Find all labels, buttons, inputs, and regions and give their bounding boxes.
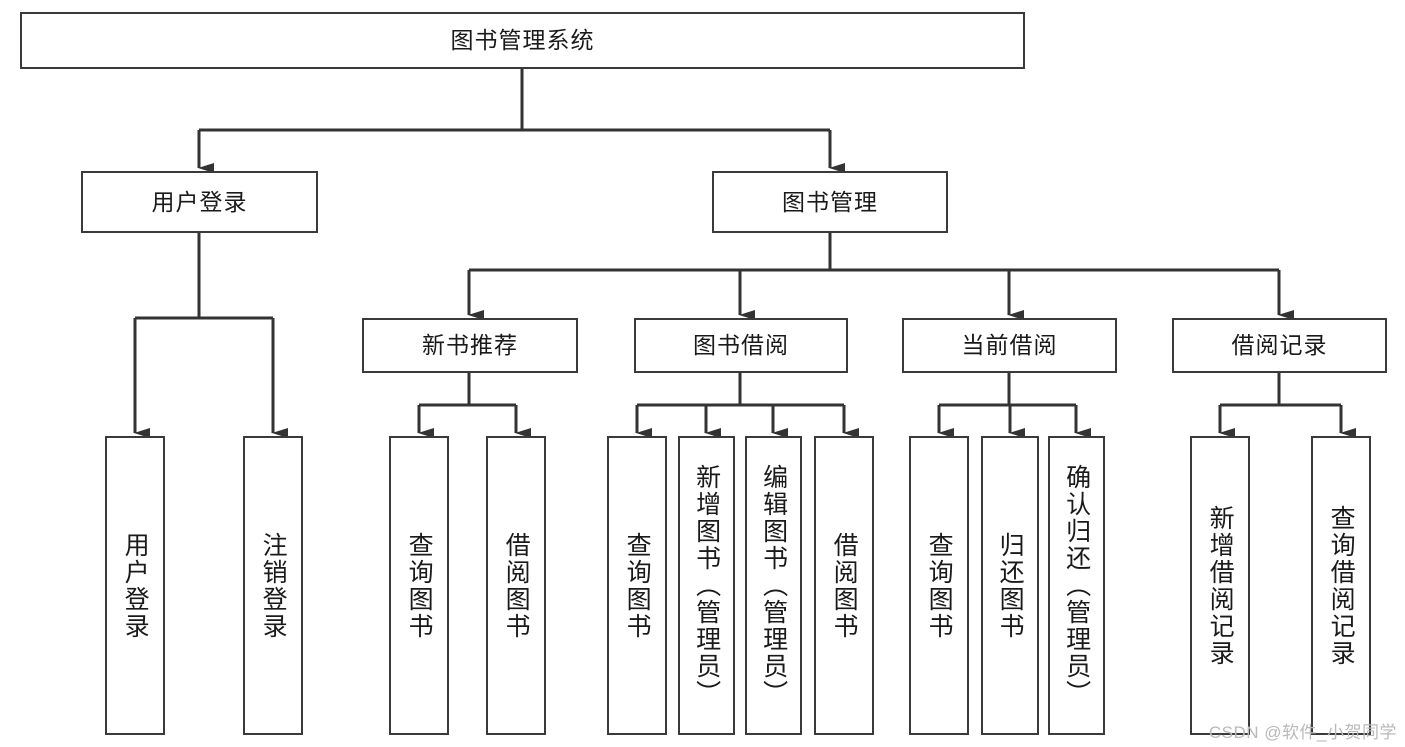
node-book-manage[interactable]: 图书管理 [712, 171, 948, 233]
node-leaf-user-login[interactable]: 用户登录 [105, 436, 165, 735]
node-leaf-logout-label: 注销登录 [259, 531, 288, 640]
node-user-login[interactable]: 用户登录 [81, 171, 318, 233]
node-root-label: 图书管理系统 [450, 27, 595, 53]
node-leaf-query-record-label: 查询借阅记录 [1327, 504, 1356, 667]
node-leaf-edit-book-label: 编辑图书（管理员） [759, 464, 788, 707]
node-book-manage-label: 图书管理 [782, 188, 878, 215]
watermark: CSDN @软件_小贺同学 [1208, 723, 1397, 742]
node-borrow-record[interactable]: 借阅记录 [1172, 318, 1387, 373]
node-leaf-borrow-book-1-label: 借阅图书 [502, 531, 531, 640]
node-user-login-label: 用户登录 [151, 188, 248, 215]
node-leaf-add-book[interactable]: 新增图书（管理员） [678, 436, 735, 735]
node-leaf-query-book-1-label: 查询图书 [405, 531, 434, 640]
node-leaf-borrow-book-2[interactable]: 借阅图书 [814, 436, 874, 735]
node-leaf-query-book-2-label: 查询图书 [623, 531, 652, 640]
node-new-book-rec[interactable]: 新书推荐 [362, 318, 578, 373]
node-leaf-add-record-label: 新增借阅记录 [1206, 504, 1235, 667]
node-leaf-borrow-book-2-label: 借阅图书 [830, 531, 859, 640]
node-borrow-record-label: 借阅记录 [1231, 332, 1328, 358]
node-book-borrow[interactable]: 图书借阅 [634, 318, 848, 373]
node-leaf-return-book[interactable]: 归还图书 [981, 436, 1039, 735]
node-leaf-add-record[interactable]: 新增借阅记录 [1190, 436, 1250, 735]
node-leaf-logout[interactable]: 注销登录 [243, 436, 303, 735]
node-leaf-query-book-3-label: 查询图书 [925, 531, 954, 640]
node-leaf-query-book-3[interactable]: 查询图书 [909, 436, 969, 735]
node-leaf-confirm-return[interactable]: 确认归还（管理员） [1048, 436, 1105, 735]
node-leaf-return-book-label: 归还图书 [996, 531, 1025, 640]
node-leaf-confirm-return-label: 确认归还（管理员） [1062, 464, 1091, 707]
node-leaf-query-record[interactable]: 查询借阅记录 [1311, 436, 1371, 735]
node-leaf-edit-book[interactable]: 编辑图书（管理员） [745, 436, 802, 735]
node-new-book-rec-label: 新书推荐 [422, 332, 518, 358]
node-root[interactable]: 图书管理系统 [20, 12, 1025, 69]
node-current-borrow[interactable]: 当前借阅 [902, 318, 1117, 373]
node-leaf-borrow-book-1[interactable]: 借阅图书 [486, 436, 546, 735]
node-current-borrow-label: 当前借阅 [961, 332, 1058, 358]
node-leaf-query-book-1[interactable]: 查询图书 [389, 436, 449, 735]
node-leaf-query-book-2[interactable]: 查询图书 [607, 436, 667, 735]
node-leaf-user-login-label: 用户登录 [121, 531, 150, 640]
node-book-borrow-label: 图书借阅 [693, 332, 789, 358]
node-leaf-add-book-label: 新增图书（管理员） [692, 464, 721, 707]
